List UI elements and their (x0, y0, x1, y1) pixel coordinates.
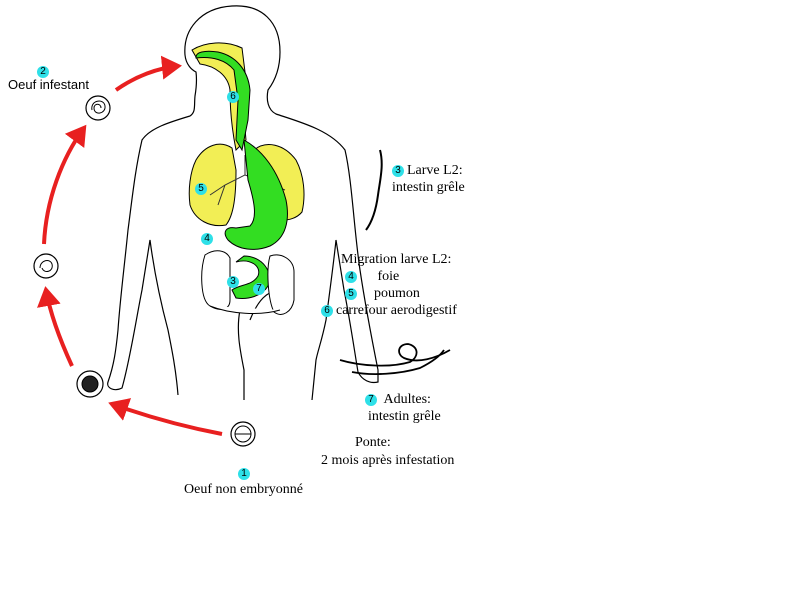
step-7-line1: Adultes: (383, 392, 431, 407)
step-7-label: 7 Adultes: (365, 392, 431, 408)
egg-infective (85, 95, 111, 121)
egg-unembryonated (230, 421, 256, 447)
large-intestine (201, 250, 295, 315)
human-body-outline (107, 5, 379, 401)
step-4-text: foie (377, 269, 400, 284)
step-5-text: poumon (374, 286, 420, 301)
step-6-text: carrefour aerodigestif (336, 303, 457, 318)
cycle-arrows (37, 55, 223, 436)
egg-segmenting (76, 370, 104, 398)
ponte-title: Ponte: (355, 435, 391, 450)
step-3-line2: intestin grêle (392, 180, 465, 195)
step-1-label: Oeuf non embryonné (184, 482, 303, 497)
respiratory-tract (188, 42, 305, 227)
step-1-number: 1 (238, 465, 250, 483)
body-marker-7: 7 (253, 280, 265, 298)
body-marker-5: 5 (195, 180, 207, 198)
step-2-label: Oeuf infestant (8, 77, 89, 92)
step-2-number: 2 (37, 63, 49, 81)
body-marker-6: 6 (227, 88, 239, 106)
egg-embryonating (33, 253, 59, 279)
migration-title: Migration larve L2: (341, 252, 452, 267)
adult-worms-illustration (339, 343, 451, 375)
larva-l2-illustration (365, 149, 383, 231)
body-marker-3: 3 (227, 273, 239, 291)
step-7-line2: intestin grêle (368, 409, 441, 424)
step-4-label: 4 foie (345, 269, 399, 285)
body-marker-4: 4 (201, 230, 213, 248)
ponte-detail: 2 mois après infestation (321, 453, 455, 468)
step-5-label: 5 poumon (345, 286, 420, 302)
step-3-line1: Larve L2: (407, 163, 463, 178)
